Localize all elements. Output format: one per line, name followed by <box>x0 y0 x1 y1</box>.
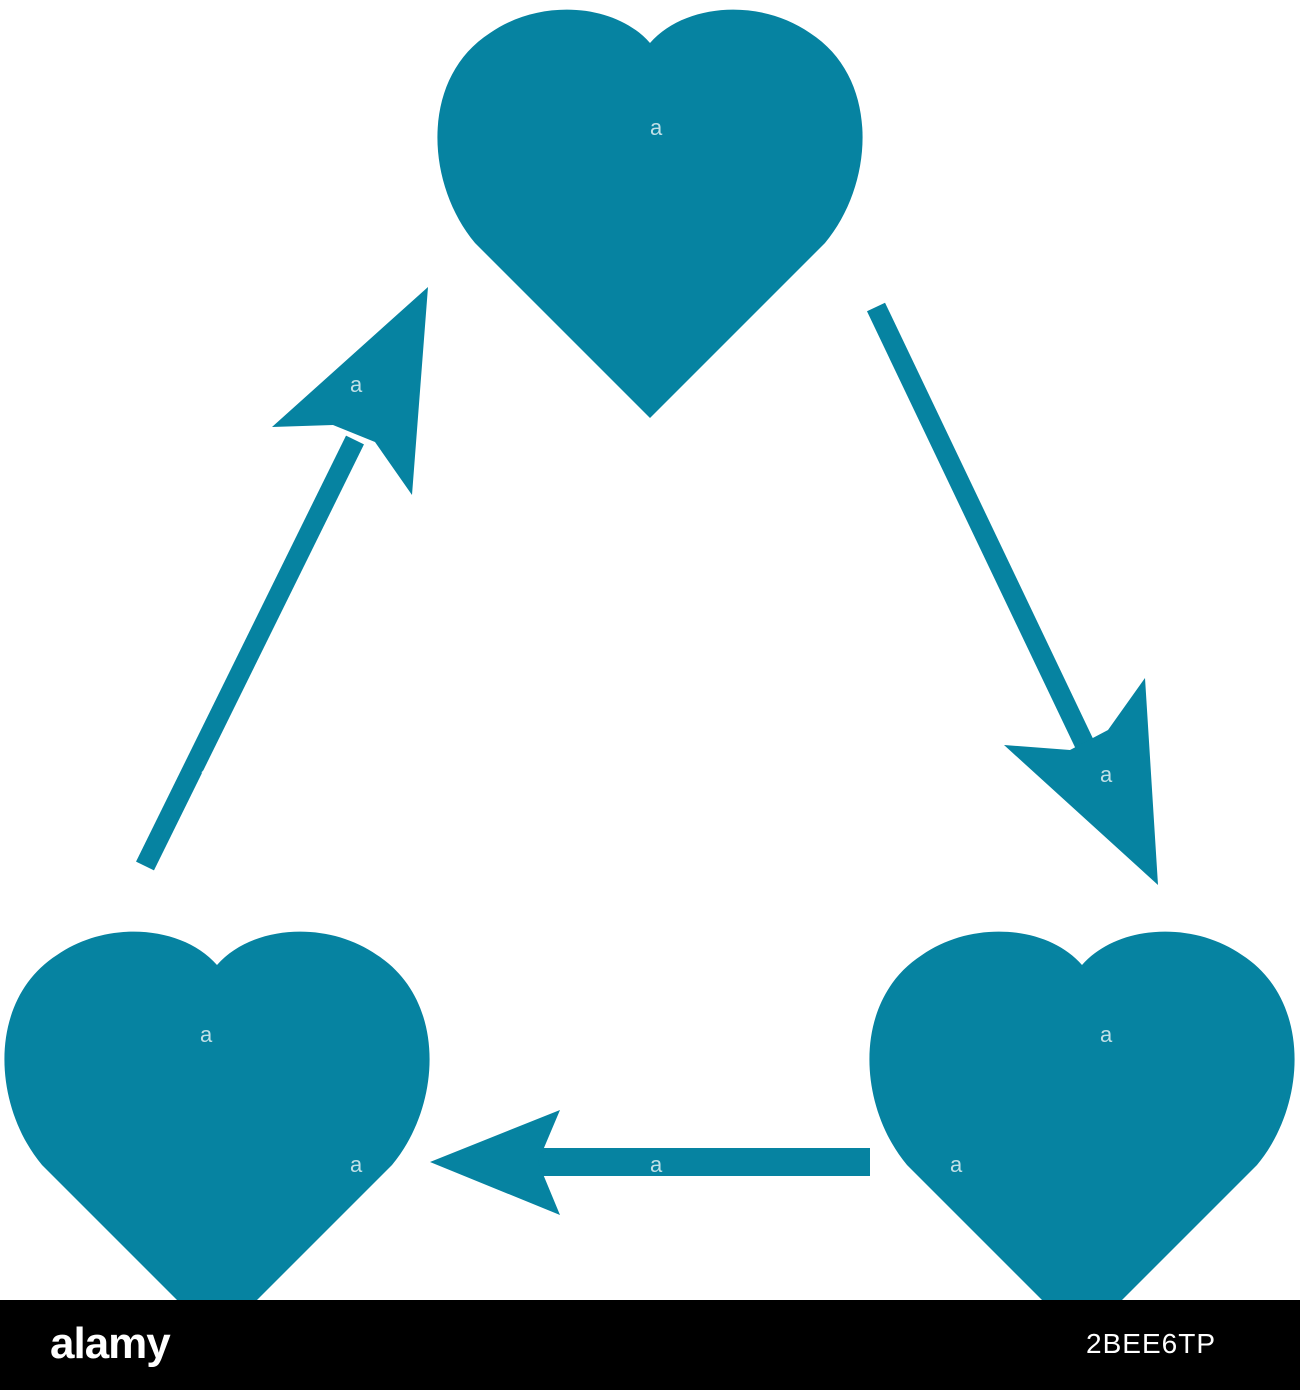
logo-wordmark: alamy <box>50 1320 171 1368</box>
alamy-logo: alamy <box>50 1320 172 1368</box>
watermark-glyph: a <box>1100 1022 1113 1047</box>
watermark-glyphs: a a a a a a a a a <box>200 115 1113 1177</box>
watermark-glyph: a <box>350 1152 363 1177</box>
watermark-glyph: a <box>650 1152 663 1177</box>
watermark-glyph: a <box>350 372 363 397</box>
footer-bar: alamy 2BEE6TP <box>0 1300 1300 1390</box>
watermark-glyph: a <box>200 1022 213 1047</box>
watermark-glyph: a <box>1100 762 1113 787</box>
image-id: 2BEE6TP <box>1086 1328 1216 1359</box>
watermark-glyph: a <box>950 1152 963 1177</box>
heart-icon-bottom-left <box>4 931 430 1300</box>
arrow-icon-right-to-left <box>430 1110 870 1215</box>
watermark-glyph: a <box>200 762 213 787</box>
arrow-icon-left-to-top <box>136 287 428 871</box>
arrow-icon-top-to-right <box>866 302 1158 885</box>
watermark-glyph: a <box>650 115 663 140</box>
love-triangle-diagram: a a a a a a a a a <box>4 9 1295 1300</box>
heart-icon-bottom-right <box>869 931 1295 1300</box>
heart-icon-top <box>437 9 863 419</box>
